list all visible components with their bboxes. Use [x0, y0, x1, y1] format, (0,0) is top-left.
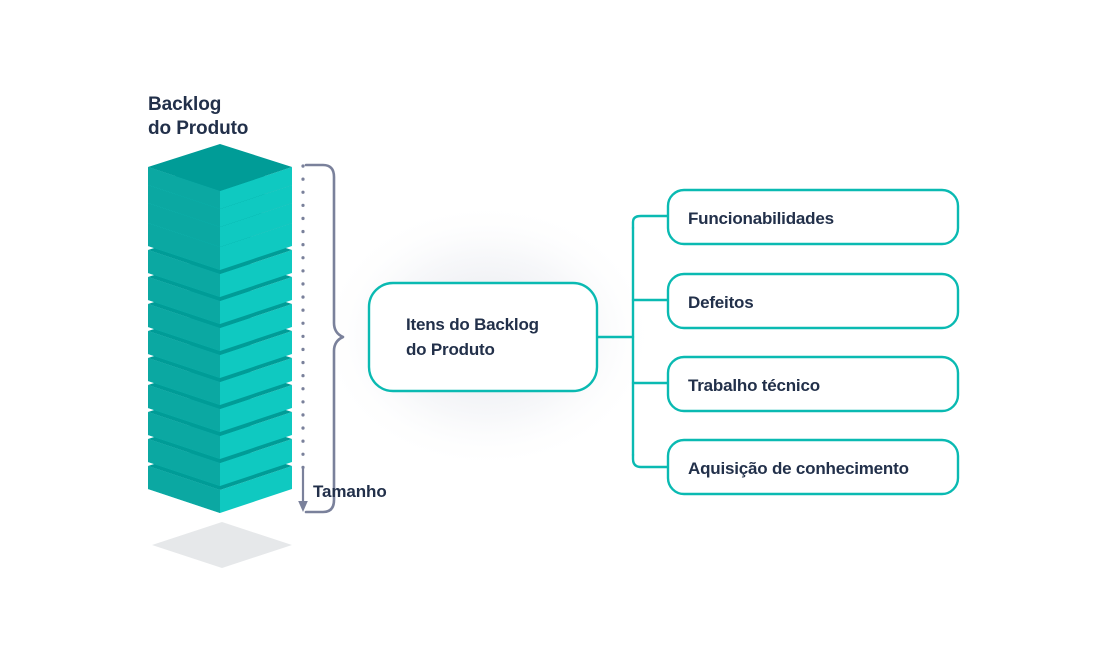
branch-box[interactable] [666, 355, 960, 413]
branch-node-defeitos[interactable]: Defeitos [666, 272, 960, 330]
branch-label: Funcionabilidades [688, 209, 834, 228]
branch-node-trabalho-tecnico[interactable]: Trabalho técnico [666, 355, 960, 413]
branch-box[interactable] [666, 272, 960, 330]
branch-label: Trabalho técnico [688, 376, 820, 395]
center-node-label-line1: Itens do Backlog [406, 315, 539, 334]
center-node-label-line2: do Produto [406, 340, 495, 359]
product-backlog-stack [148, 144, 292, 513]
branch-box[interactable] [666, 188, 960, 246]
branch-node-funcionabilidades[interactable]: Funcionabilidades [666, 188, 960, 246]
branch-label: Defeitos [688, 293, 753, 312]
stack-title-line1: Backlog [148, 94, 221, 115]
measure-arrow-head [298, 501, 308, 512]
connector-branch-1 [631, 214, 670, 230]
size-label: Tamanho [313, 482, 387, 501]
center-node-box[interactable] [367, 281, 599, 393]
stack-block-top [148, 144, 292, 209]
stack-title-line2: do Produto [148, 118, 248, 139]
connector-branch-4 [631, 453, 670, 469]
branch-box[interactable] [666, 438, 960, 496]
size-brace [304, 163, 345, 514]
branch-connectors [595, 214, 670, 469]
center-node[interactable]: Itens do Backlog do Produto [367, 281, 599, 393]
branch-label: Aquisição de conhecimento [688, 459, 909, 478]
size-measure-group [298, 163, 345, 514]
stack-ground-shadow [152, 522, 292, 568]
branch-node-aquisicao-de-conhecimento[interactable]: Aquisição de conhecimento [666, 438, 960, 496]
